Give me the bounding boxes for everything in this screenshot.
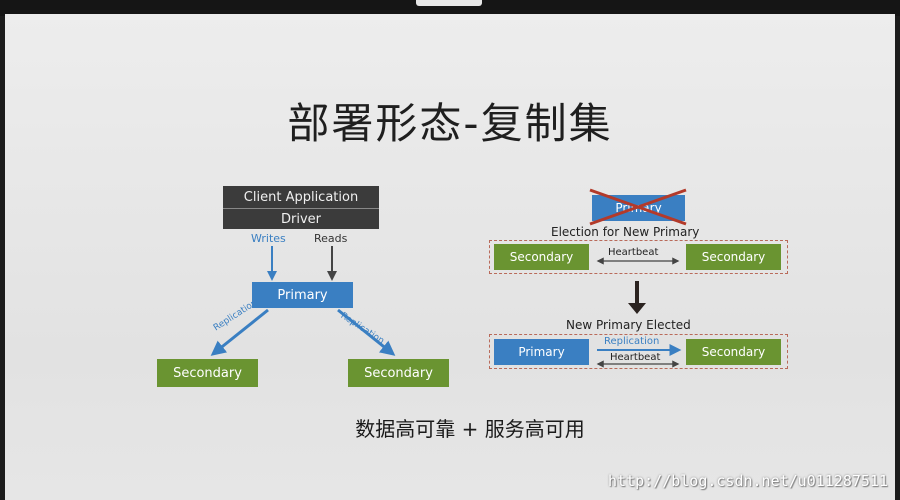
heartbeat-label-top: Heartbeat <box>608 247 659 258</box>
transition-arrowhead <box>628 303 646 314</box>
secondary-box-right: Secondary <box>348 359 449 387</box>
secondary-box-b: Secondary <box>686 244 781 270</box>
cross-line-b <box>589 188 687 226</box>
replication-arrow-right <box>337 308 396 356</box>
watermark: http://blog.csdn.net/u011287511 <box>608 472 888 490</box>
driver-box: Driver <box>223 208 379 229</box>
election-group <box>489 240 788 274</box>
top-tab <box>416 0 482 6</box>
elected-group <box>489 334 788 369</box>
writes-label: Writes <box>251 232 286 245</box>
replication-label-right-diagram: Replication <box>604 336 660 347</box>
secondary-box-left: Secondary <box>157 359 258 387</box>
reads-label: Reads <box>314 232 348 245</box>
heartbeat-label-bottom: Heartbeat <box>610 352 661 363</box>
election-label: Election for New Primary <box>551 225 700 239</box>
secondary-box-a: Secondary <box>494 244 589 270</box>
slide-title: 部署形态-复制集 <box>287 99 613 148</box>
footer-caption: 数据高可靠 + 服务高可用 <box>355 417 585 441</box>
primary-box: Primary <box>252 282 353 308</box>
secondary-box-c: Secondary <box>686 339 781 365</box>
replication-arrow-left <box>210 308 269 356</box>
window-top-bar <box>0 0 900 16</box>
new-primary-box: Primary <box>494 339 589 365</box>
client-application-box: Client Application <box>223 186 379 208</box>
elected-label: New Primary Elected <box>566 318 691 332</box>
